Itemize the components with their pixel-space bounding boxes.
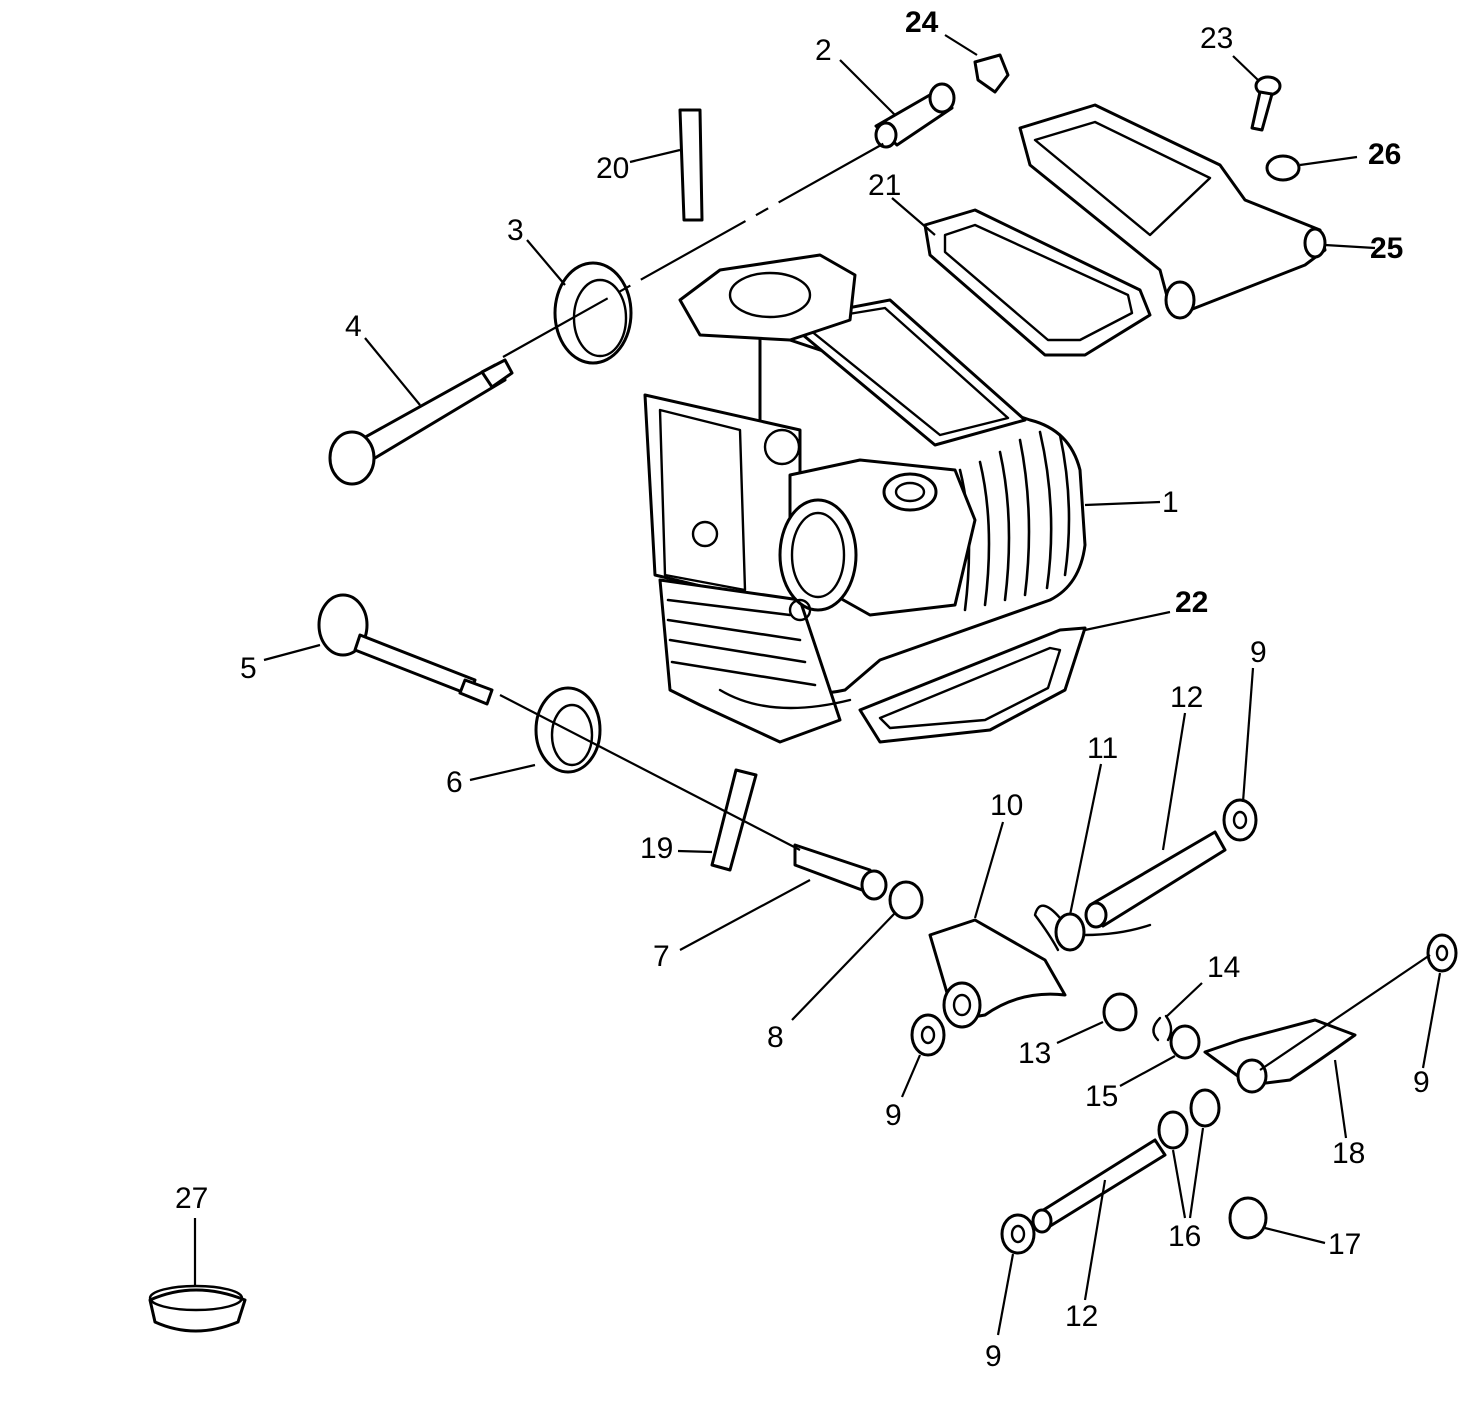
part-4-intake-valve [328, 358, 514, 486]
callout-9: 9 [985, 1340, 1002, 1373]
callout-18: 18 [1332, 1137, 1365, 1170]
callout-9: 9 [1413, 1066, 1430, 1099]
part-10-rocker-arm [928, 918, 1067, 1029]
callout-17: 17 [1328, 1228, 1361, 1261]
part-9-washer [1000, 1213, 1036, 1255]
part-18-rocker-arm [1203, 1018, 1357, 1094]
callout-2: 2 [815, 34, 832, 67]
callout-7: 7 [653, 940, 670, 973]
axis-line-rocker [1259, 954, 1431, 1071]
callout-5: 5 [240, 652, 257, 685]
callout-26: 26 [1368, 138, 1401, 171]
leader-lines [193, 34, 1442, 1336]
callout-1: 1 [1162, 486, 1179, 519]
part-5-exhaust-valve [317, 593, 494, 706]
callout-8: 8 [767, 1021, 784, 1054]
callout-3: 3 [507, 214, 524, 247]
callout-12: 12 [1170, 681, 1203, 714]
callout-24: 24 [905, 6, 939, 39]
part-1-cylinder-head [643, 253, 1087, 744]
callout-6: 6 [446, 766, 463, 799]
callout-9: 9 [1250, 636, 1267, 669]
part-8-seal [888, 880, 924, 920]
part-3-valve-seat [553, 261, 633, 365]
callout-19: 19 [640, 832, 673, 865]
callout-13: 13 [1018, 1037, 1051, 1070]
callout-14: 14 [1207, 951, 1240, 984]
part-25-rocker-cover [1018, 103, 1327, 320]
callout-20: 20 [596, 152, 629, 185]
callout-22: 22 [1175, 586, 1208, 619]
part-23-screw [1250, 75, 1282, 132]
part-21-gasket [923, 208, 1152, 357]
callout-15: 15 [1085, 1080, 1118, 1113]
part-17-clamp [1228, 1196, 1268, 1240]
part-16-washer [1157, 1088, 1221, 1150]
part-19-stud [710, 768, 758, 872]
callout-11: 11 [1087, 732, 1118, 765]
part-15-bushing [1169, 1024, 1201, 1060]
callout-21: 21 [868, 169, 901, 202]
axis-line-intake [502, 139, 891, 358]
part-9-washer [1426, 933, 1458, 973]
part-13-nut [1102, 992, 1138, 1032]
callout-12: 12 [1065, 1300, 1098, 1333]
callout-23: 23 [1200, 22, 1233, 55]
part-20-stud [678, 108, 704, 222]
callout-labels: 1 2 3 4 5 6 7 8 9 9 9 9 9 10 11 12 12 13… [175, 6, 1430, 1373]
callout-27: 27 [175, 1182, 208, 1215]
part-7-valve-guide [793, 843, 888, 901]
part-12-rocker-shaft [1031, 1138, 1167, 1234]
axis-line-exhaust [499, 694, 801, 851]
part-2-valve-guide [874, 82, 956, 149]
callout-16: 16 [1168, 1220, 1201, 1253]
part-27-cap [148, 1284, 247, 1333]
part-14-clip [1152, 1014, 1173, 1042]
callout-9: 9 [885, 1099, 902, 1132]
part-24-plug [973, 53, 1010, 94]
part-9-washer [1222, 798, 1258, 842]
callout-10: 10 [990, 789, 1023, 822]
part-22-gasket [858, 626, 1087, 744]
callout-25: 25 [1370, 232, 1403, 265]
part-26-plug [1265, 154, 1301, 182]
part-9-washer [910, 1013, 946, 1057]
part-12-rocker-shaft [1084, 830, 1227, 929]
callout-4: 4 [345, 310, 362, 343]
